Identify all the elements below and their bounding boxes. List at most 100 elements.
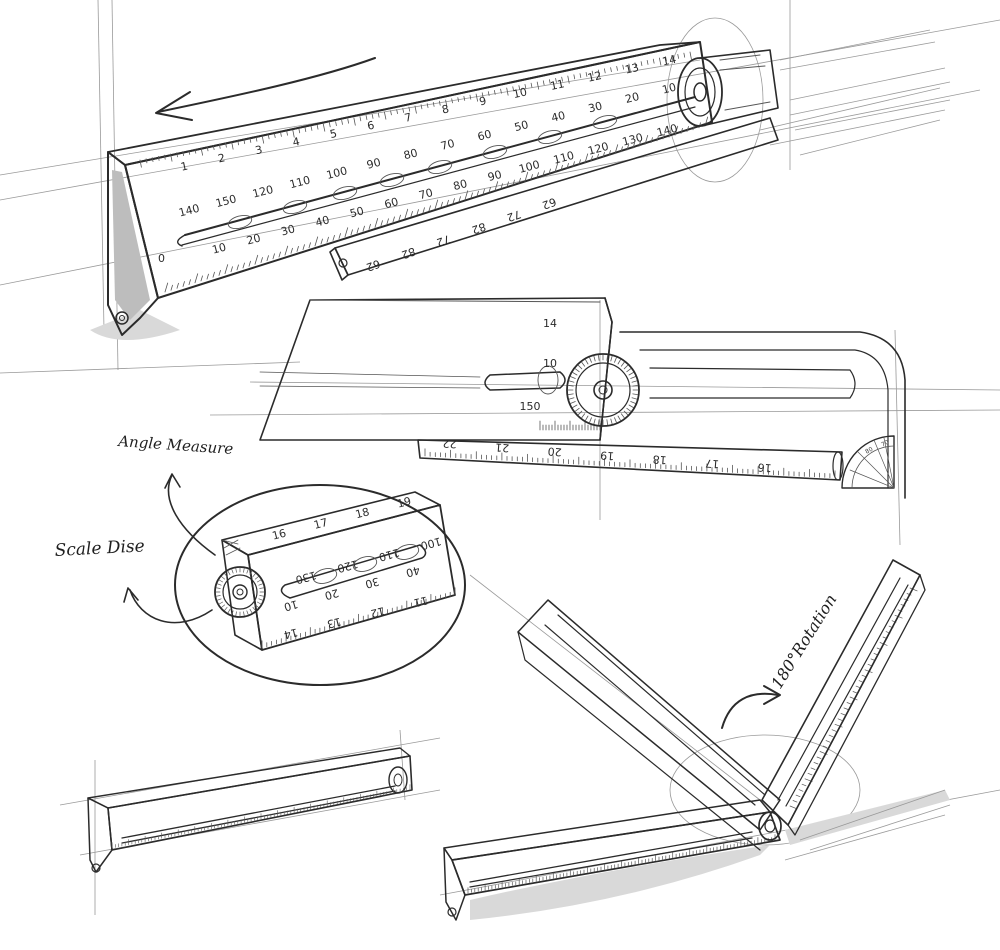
scale-number: 20 <box>323 586 340 602</box>
protractor-labels: 80 70 <box>864 439 890 456</box>
scale-number: 40 <box>314 213 331 229</box>
main-lower-bar-scale: 62 82 72 82 72 62 <box>364 195 558 274</box>
scale-number: 12 <box>586 69 602 85</box>
scale-number: 40 <box>404 563 421 579</box>
middle-arm-labels: 14 10 150 <box>520 317 558 413</box>
scale-number: 70 <box>439 137 456 153</box>
scale-number: 82 <box>400 244 418 261</box>
main-slot-scale-upper: 140 150 120 110 100 90 80 70 60 50 40 30 20 10 <box>177 81 677 220</box>
scale-number: 100 <box>325 164 349 182</box>
construction-lines <box>0 0 1000 915</box>
scale-number: 21 <box>495 440 510 454</box>
scale-number: 9 <box>478 94 488 108</box>
main-slot-scale-lower: 10 20 30 40 50 60 70 80 90 100 110 120 130 140 <box>211 122 679 257</box>
scale-number: 150 <box>214 192 238 210</box>
scale-number: 10 <box>211 241 228 257</box>
scale-number: 100 <box>517 158 541 176</box>
arm-label: 14 <box>543 317 557 330</box>
scale-number: 82 <box>470 220 488 237</box>
zoom-slot-lower: 10 20 30 40 <box>282 563 421 613</box>
scale-number: 72 <box>505 207 523 224</box>
scale-number: 7 <box>403 111 413 125</box>
scale-disc-label: Scale Dise <box>54 536 145 561</box>
scale-number: 19 <box>600 448 615 462</box>
scale-number: 13 <box>326 615 343 631</box>
scale-number: 16 <box>271 527 288 543</box>
scale-number: 18 <box>652 452 667 466</box>
scale-number: 120 <box>336 557 360 575</box>
scale-number: 6 <box>366 119 376 133</box>
middle-pivot-disc <box>566 353 640 427</box>
main-pivot-disc <box>677 49 779 127</box>
zoom-bottom-scale: 14 13 12 11 <box>282 593 429 641</box>
scale-number: 19 <box>396 495 413 511</box>
scale-number: 2 <box>217 151 227 165</box>
scale-number: 10 <box>282 597 299 613</box>
zoom-slot-upper: 130 120 110 100 <box>294 534 443 586</box>
scale-number: 72 <box>435 232 453 249</box>
scale-number: 110 <box>288 174 312 192</box>
scale-number: 70 <box>417 186 434 202</box>
scale-number: 90 <box>365 156 382 172</box>
scale-number: 20 <box>245 231 262 247</box>
scale-number: 8 <box>441 102 451 116</box>
scale-number: 80 <box>452 177 469 193</box>
scale-number: 80 <box>402 146 419 162</box>
scale-number: 5 <box>329 127 339 141</box>
scale-number: 11 <box>412 593 429 609</box>
scale-number: 120 <box>586 140 610 158</box>
middle-ruler: 14 10 150 22 21 20 19 18 17 16 80 70 <box>259 297 906 499</box>
scale-number: 11 <box>549 77 565 93</box>
scale-number: 100 <box>419 534 443 552</box>
small-ruler <box>87 747 413 873</box>
zero-mark: 0 <box>158 252 165 265</box>
annotation-arrows <box>123 473 781 729</box>
folded-ruler <box>443 559 951 921</box>
scale-number: 110 <box>552 149 576 167</box>
scale-number: 30 <box>280 222 297 238</box>
scale-number: 20 <box>547 444 562 458</box>
scale-number: 60 <box>476 127 493 143</box>
scale-number: 3 <box>254 143 264 157</box>
scale-number: 130 <box>294 568 318 586</box>
scale-number: 60 <box>383 195 400 211</box>
protractor-arc <box>841 435 895 489</box>
scale-number: 62 <box>364 257 382 274</box>
motion-blur <box>759 29 951 156</box>
scale-number: 14 <box>282 625 299 641</box>
scale-number: 70 <box>880 439 890 449</box>
scale-number: 80 <box>864 446 874 456</box>
scale-number: 14 <box>661 53 677 69</box>
scale-number: 50 <box>513 118 530 134</box>
direction-arrow <box>155 57 376 121</box>
scale-number: 10 <box>512 85 528 101</box>
scale-number: 4 <box>291 135 301 149</box>
scale-number: 50 <box>348 204 365 220</box>
scale-number: 20 <box>624 90 641 106</box>
scale-number: 140 <box>655 122 679 140</box>
scale-number: 30 <box>364 575 381 591</box>
arm-label: 150 <box>520 400 541 413</box>
scale-number: 18 <box>354 505 371 521</box>
scale-number: 10 <box>661 81 678 97</box>
scale-number: 12 <box>369 604 386 620</box>
scale-number: 30 <box>587 99 604 115</box>
scale-number: 17 <box>705 456 720 470</box>
scale-number: 22 <box>442 436 457 450</box>
scale-number: 120 <box>251 183 275 201</box>
scale-number: 110 <box>377 546 401 564</box>
scale-number: 40 <box>550 109 567 125</box>
arm-label: 10 <box>543 357 557 370</box>
scale-number: 140 <box>177 202 201 220</box>
scale-number: 62 <box>540 195 558 212</box>
slot-holes <box>227 114 618 230</box>
scale-number: 130 <box>621 131 645 149</box>
angle-measure-label: Angle Measure <box>116 432 234 458</box>
scale-number: 16 <box>757 460 772 474</box>
